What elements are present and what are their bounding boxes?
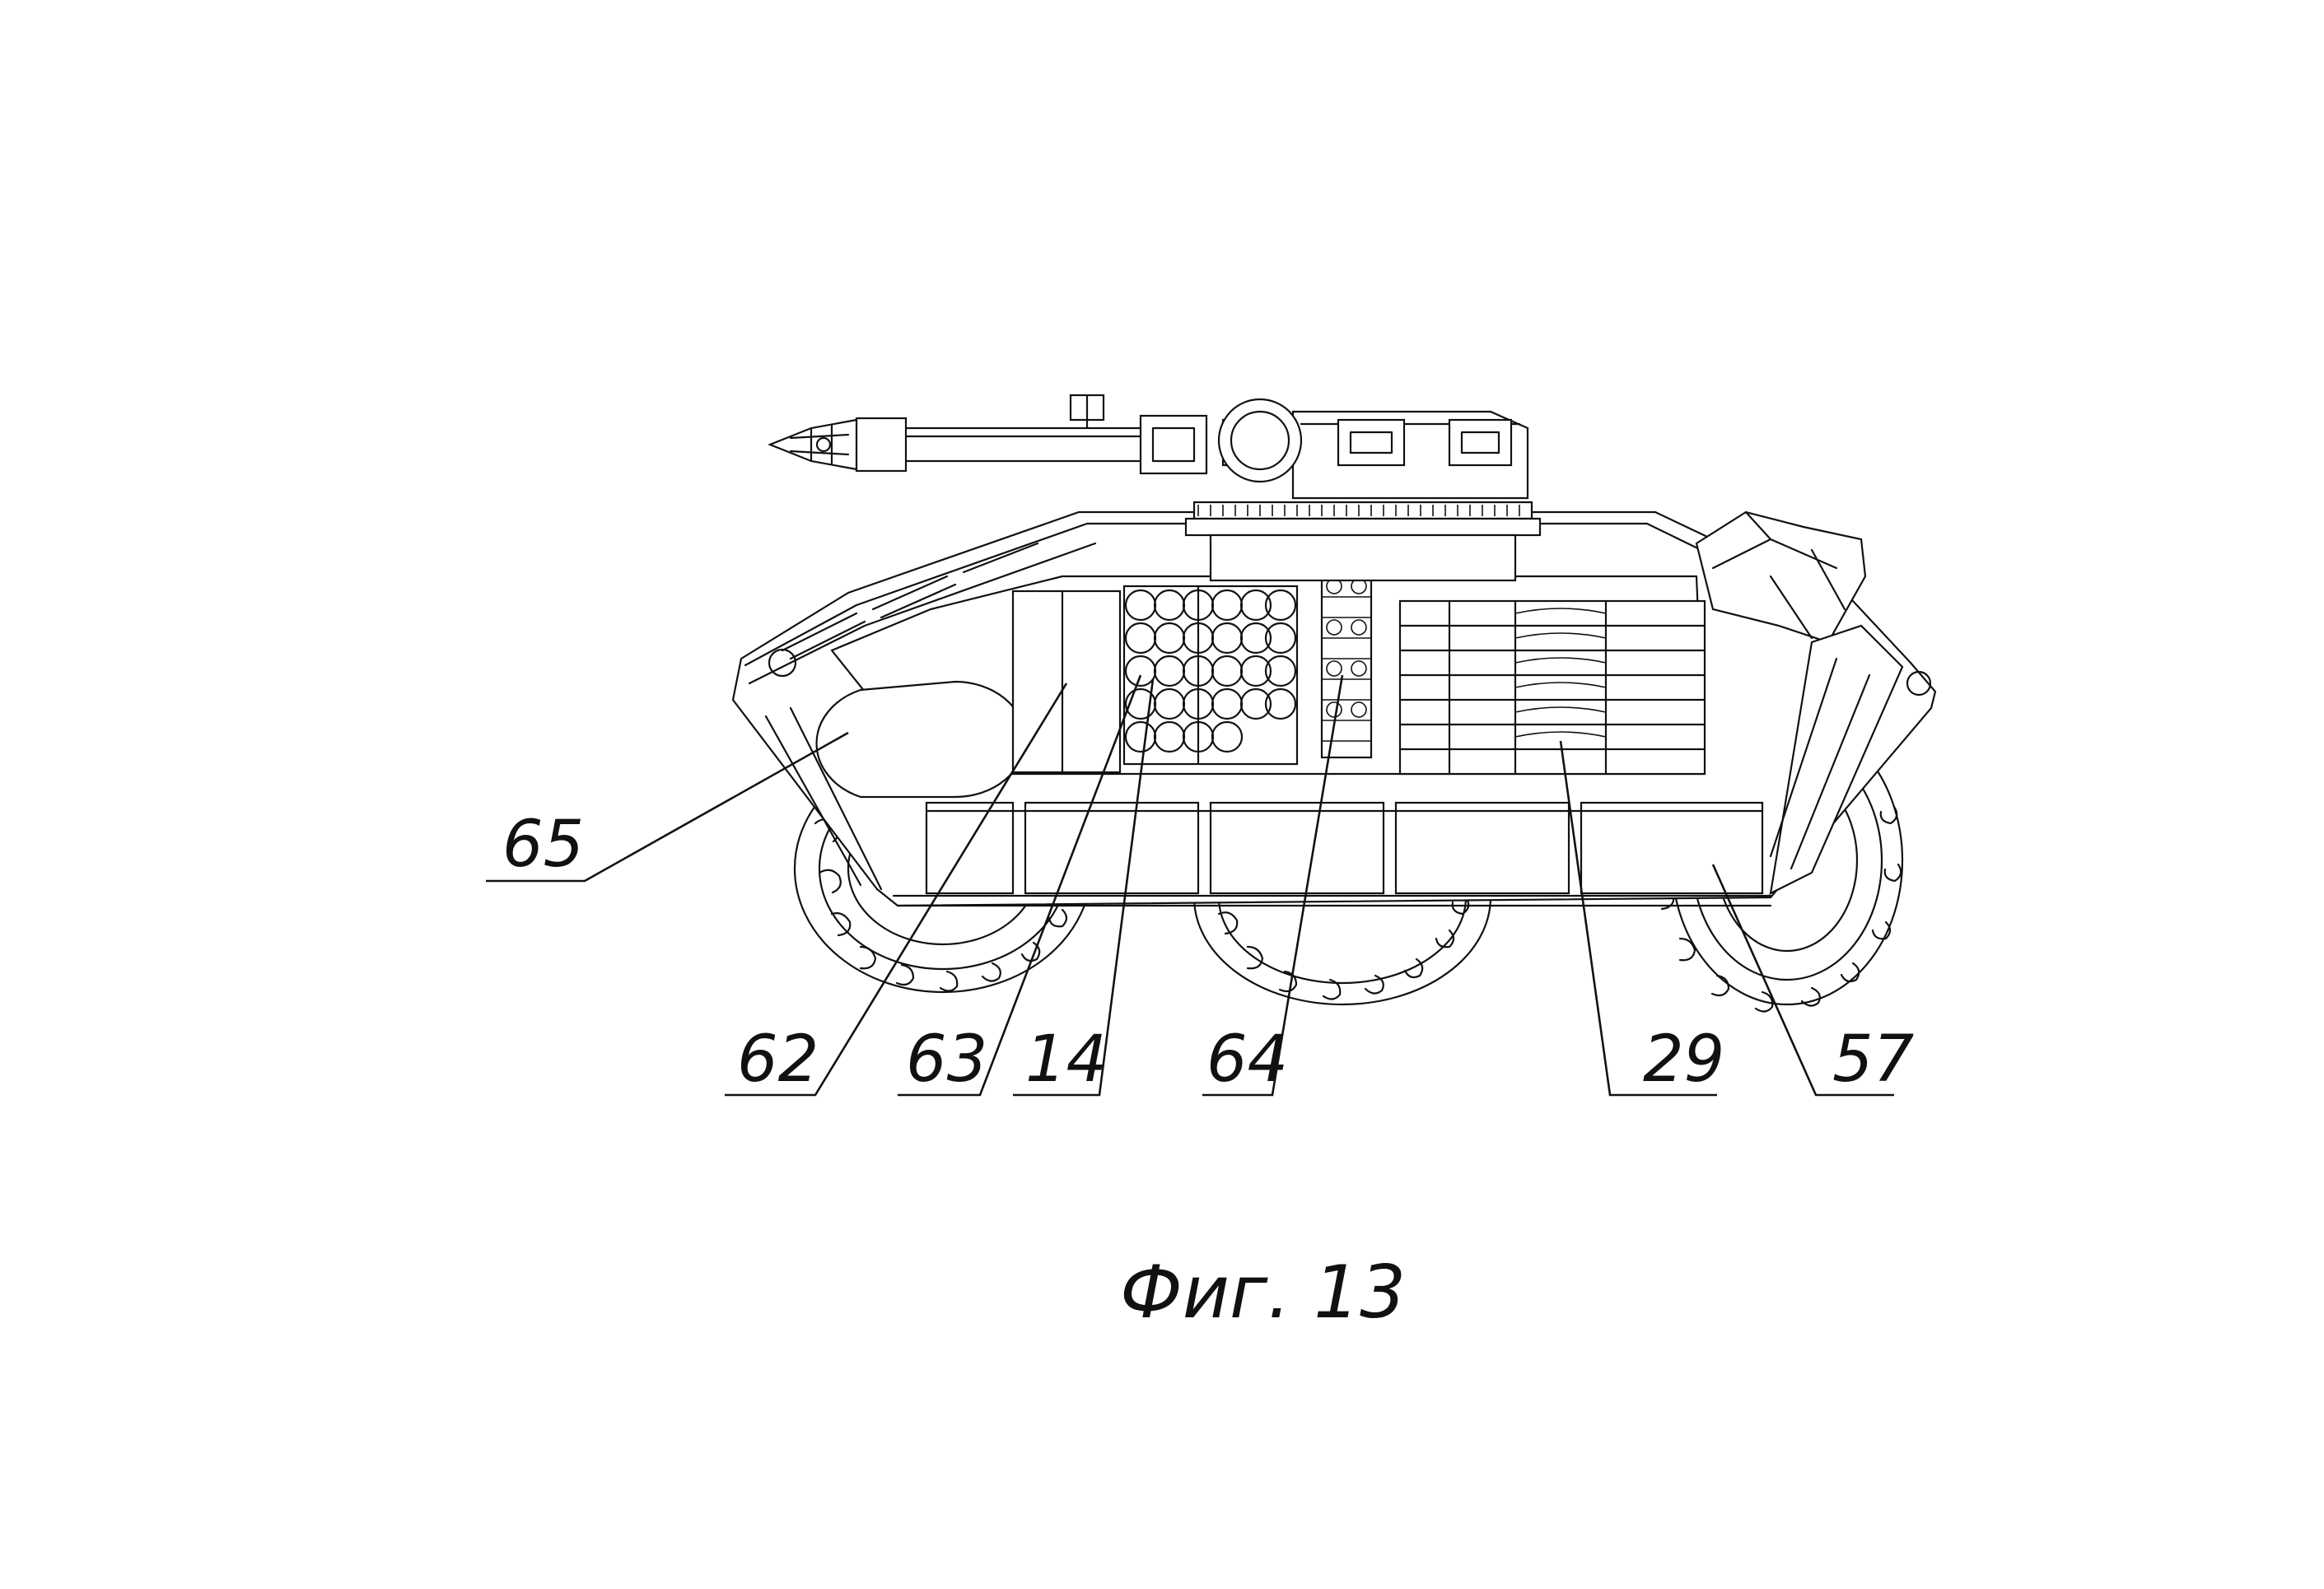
- leader-65: [486, 731, 849, 883]
- vertical-column: [1320, 575, 1373, 759]
- callout-62: 62: [737, 1023, 819, 1097]
- leader-14: [1013, 678, 1155, 1097]
- callout-29: 29: [1643, 1023, 1724, 1097]
- callout-65: 65: [502, 808, 584, 882]
- callout-numbers: 65 62 63 14 64 29 57: [502, 808, 1914, 1097]
- rear-stowage: [1695, 510, 1904, 895]
- callout-63: 63: [906, 1023, 987, 1097]
- leader-lines: [486, 674, 1894, 1097]
- callout-14: 14: [1025, 1023, 1107, 1097]
- figure-caption: Фиг. 13: [1120, 1250, 1406, 1335]
- turret: [768, 394, 1542, 582]
- leader-62: [725, 683, 1068, 1097]
- leader-63: [898, 674, 1142, 1097]
- leader-64: [1202, 674, 1344, 1097]
- callout-64: 64: [1206, 1023, 1288, 1097]
- leader-57: [1711, 864, 1894, 1097]
- magazine-cells-left: [1122, 585, 1299, 766]
- leader-29: [1559, 740, 1717, 1097]
- callout-57: 57: [1832, 1023, 1914, 1097]
- floor-compartments: [925, 801, 1764, 895]
- cylindrical-tank: [815, 680, 1027, 799]
- interior-cutaway: [815, 575, 1764, 895]
- stacked-munitions: [1398, 599, 1706, 776]
- gun-barrel: [768, 394, 1208, 475]
